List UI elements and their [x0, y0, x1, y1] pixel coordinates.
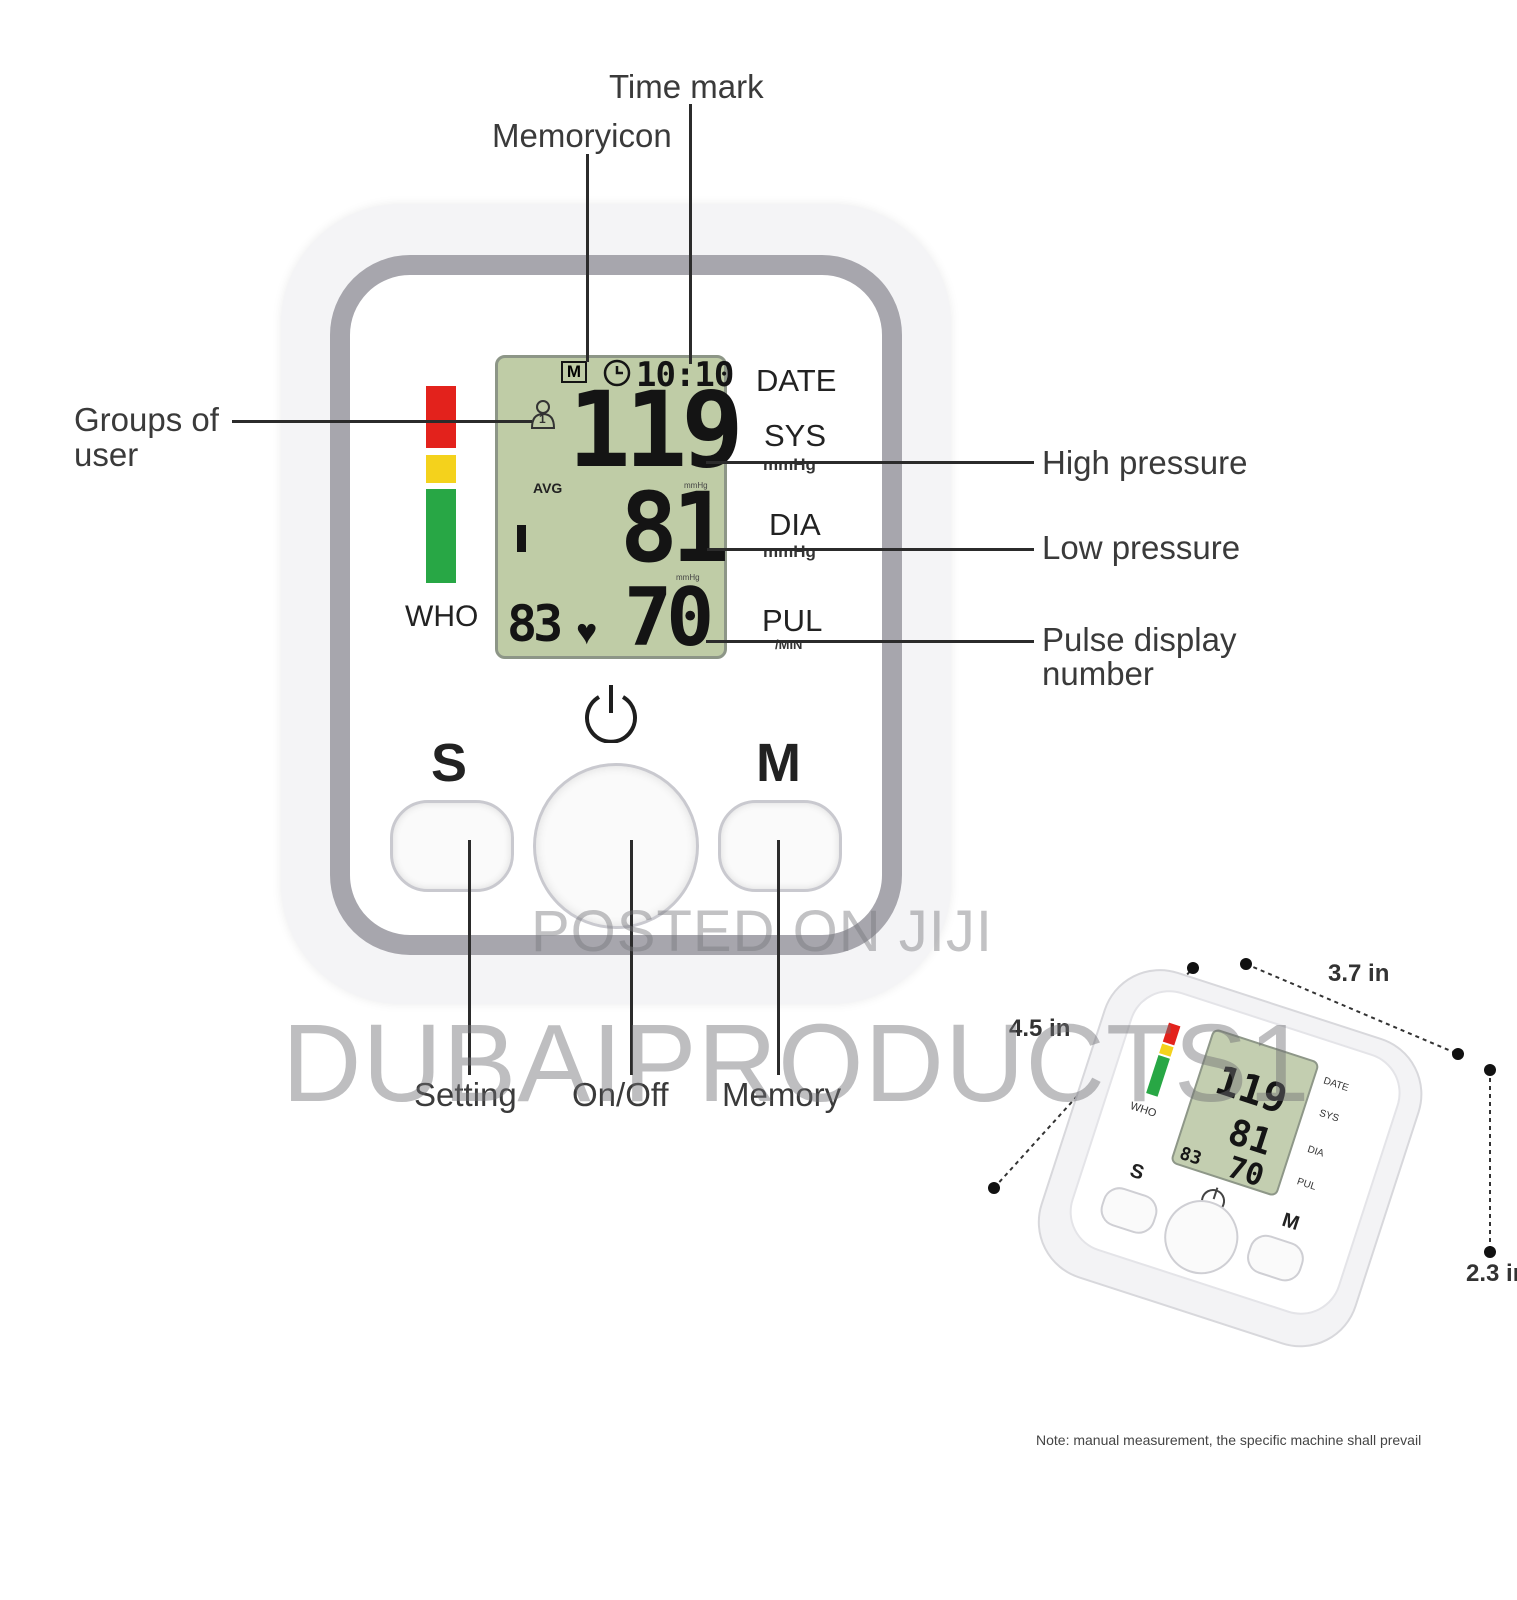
- lcd-time: 10:10: [636, 355, 734, 395]
- sys-unit: mmHg: [763, 455, 816, 474]
- leader-low-pressure: [707, 548, 1034, 551]
- leader-on-off: [630, 840, 633, 1075]
- leader-high-pressure: [706, 461, 1034, 464]
- memory-flag: M: [561, 361, 587, 383]
- callout-memory-icon: Memoryicon: [492, 117, 672, 154]
- lcd-screen: [495, 355, 727, 659]
- note-text: Note: manual measurement, the specific m…: [1036, 1432, 1422, 1448]
- avg-indicator: AVG: [533, 480, 563, 496]
- callout-pulse-line2: number: [1042, 655, 1154, 692]
- memory-count: 83: [507, 595, 563, 653]
- leader-pulse: [706, 640, 1034, 643]
- watermark-main: DUBAIPRODUCTS1: [282, 1002, 1311, 1125]
- pulse-value: 70: [624, 571, 714, 664]
- leader-groups: [232, 420, 532, 423]
- user-number: 1: [539, 412, 546, 426]
- svg-text:S: S: [1127, 1160, 1146, 1185]
- dimension-height: 2.3 in: [1466, 1260, 1517, 1287]
- setting-button[interactable]: [390, 800, 514, 892]
- sys-label: SYS: [764, 418, 827, 453]
- user-icon: [528, 398, 562, 432]
- sys-value: 119: [568, 369, 744, 491]
- who-bar-red: [426, 386, 456, 448]
- lcd-bar-segment: [517, 525, 526, 552]
- callout-pulse-line1: Pulse display: [1042, 621, 1237, 658]
- dimension-photo: 119 81 83 70 DATE SYS DIA PUL WHO S M 4.…: [944, 890, 1517, 1510]
- callout-groups-line2: user: [74, 436, 139, 473]
- callout-setting: Setting: [414, 1076, 517, 1113]
- dimension-width: 3.7 in: [1328, 960, 1390, 987]
- dimension-depth: 4.5 in: [1009, 1015, 1071, 1042]
- who-bar-yellow: [426, 455, 456, 483]
- dia-label: DIA: [769, 507, 821, 542]
- lcd-unit-sys: mmHg: [684, 481, 708, 490]
- power-button[interactable]: [533, 763, 699, 929]
- callout-memory: Memory: [722, 1076, 842, 1113]
- leader-memory-icon: [586, 154, 589, 362]
- callout-high-pressure: High pressure: [1042, 444, 1248, 481]
- who-bar-green: [426, 489, 456, 583]
- pul-label: PUL: [762, 603, 823, 638]
- s-button-label: S: [431, 733, 468, 793]
- dia-unit: mmHg: [763, 542, 816, 561]
- m-button-label: M: [756, 733, 801, 793]
- leader-memory: [777, 840, 780, 1075]
- callout-time-mark: Time mark: [609, 68, 764, 105]
- heart-icon: ♥: [576, 611, 598, 652]
- date-label: DATE: [756, 363, 837, 398]
- svg-text:M: M: [1279, 1209, 1302, 1235]
- leader-time-mark: [689, 104, 692, 364]
- lcd-unit-dia: mmHg: [676, 573, 700, 582]
- dia-value: 81: [620, 472, 730, 584]
- power-icon: [580, 681, 642, 744]
- svg-text:DIA: DIA: [1306, 1144, 1326, 1160]
- callout-low-pressure: Low pressure: [1042, 529, 1241, 566]
- memory-button[interactable]: [718, 800, 842, 892]
- clock-icon: [602, 358, 632, 388]
- callout-on-off: On/Off: [572, 1076, 669, 1113]
- watermark-posted: POSTED ON JIJI: [531, 899, 993, 964]
- leader-setting: [468, 840, 471, 1075]
- callout-groups-line1: Groups of: [74, 401, 219, 438]
- who-label: WHO: [405, 600, 479, 633]
